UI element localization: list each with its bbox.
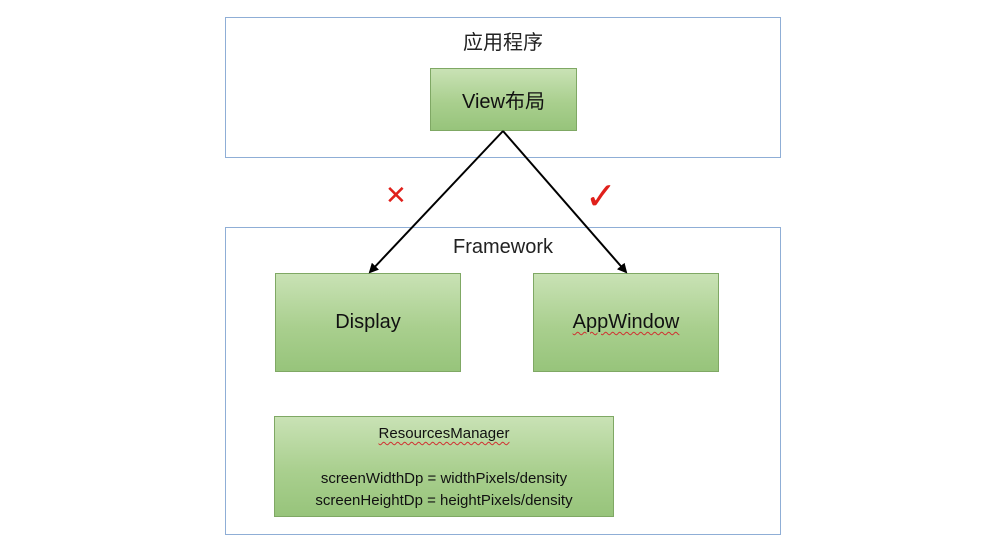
arrow-to-display <box>368 130 504 274</box>
cross-icon: ✕ <box>385 181 407 211</box>
resources-manager-title: ResourcesManager <box>378 425 510 442</box>
framework-frame-title: Framework <box>452 236 553 258</box>
display-box: Display <box>275 273 461 372</box>
screen-width-formula: screenWidthDp = widthPixels/density <box>320 470 568 487</box>
application-frame-title: 应用程序 <box>463 32 543 54</box>
display-label: Display <box>335 311 401 333</box>
resources-manager-box: ResourcesManager screenWidthDp = widthPi… <box>274 416 614 517</box>
view-layout-label: View布局 <box>462 91 545 113</box>
arrow-to-appwindow <box>502 130 628 274</box>
view-layout-box: View布局 <box>430 68 577 131</box>
appwindow-label: AppWindow <box>572 311 680 333</box>
check-icon: ✓ <box>585 174 617 218</box>
screen-height-formula: screenHeightDp = heightPixels/density <box>315 492 573 509</box>
appwindow-box: AppWindow <box>533 273 719 372</box>
